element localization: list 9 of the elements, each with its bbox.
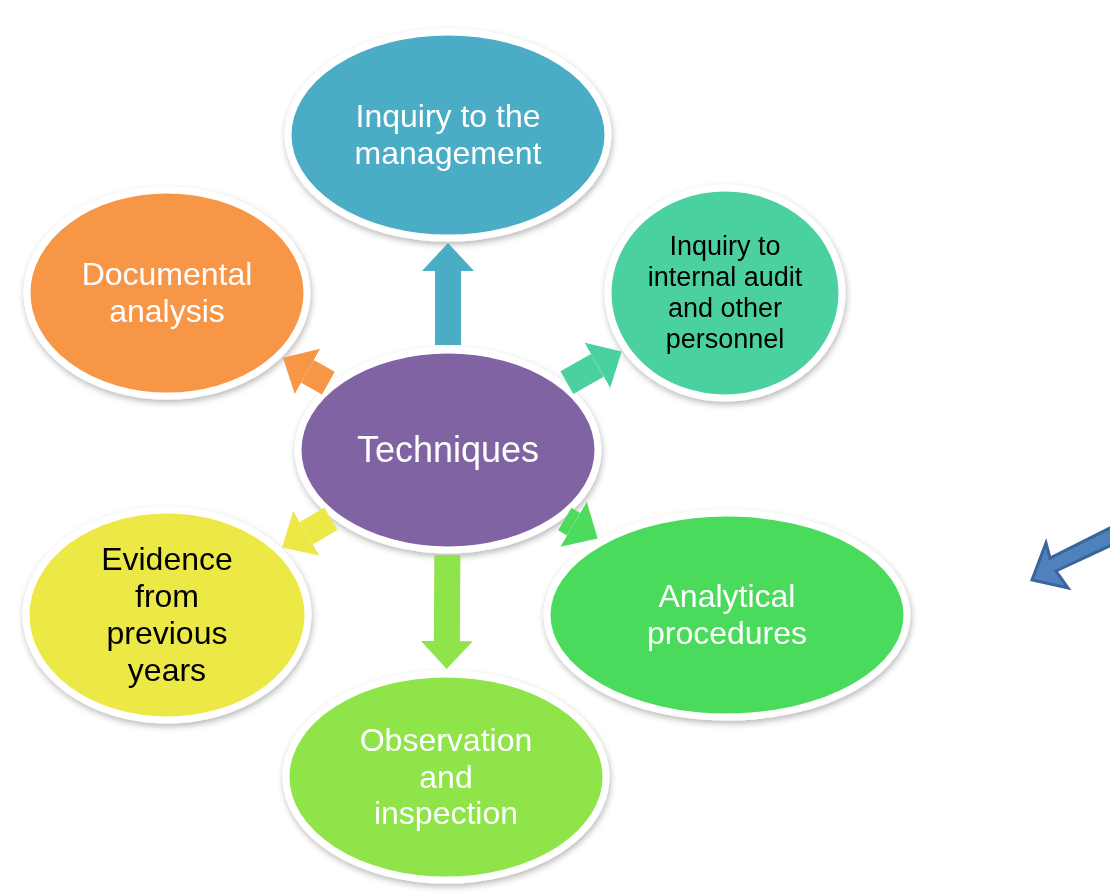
node-label: Analytical procedures <box>645 578 809 652</box>
node-label: Documental analysis <box>80 256 254 330</box>
node-label: Inquiry to the management <box>353 98 543 172</box>
block-arrow <box>420 554 473 670</box>
node-label: Observation and inspection <box>358 721 534 833</box>
node-label: Evidence from previous years <box>100 541 234 689</box>
node-label: Techniques <box>356 429 540 471</box>
node-label: Inquiry to internal audit and other personnel <box>646 230 804 356</box>
block-arrow <box>422 243 474 345</box>
